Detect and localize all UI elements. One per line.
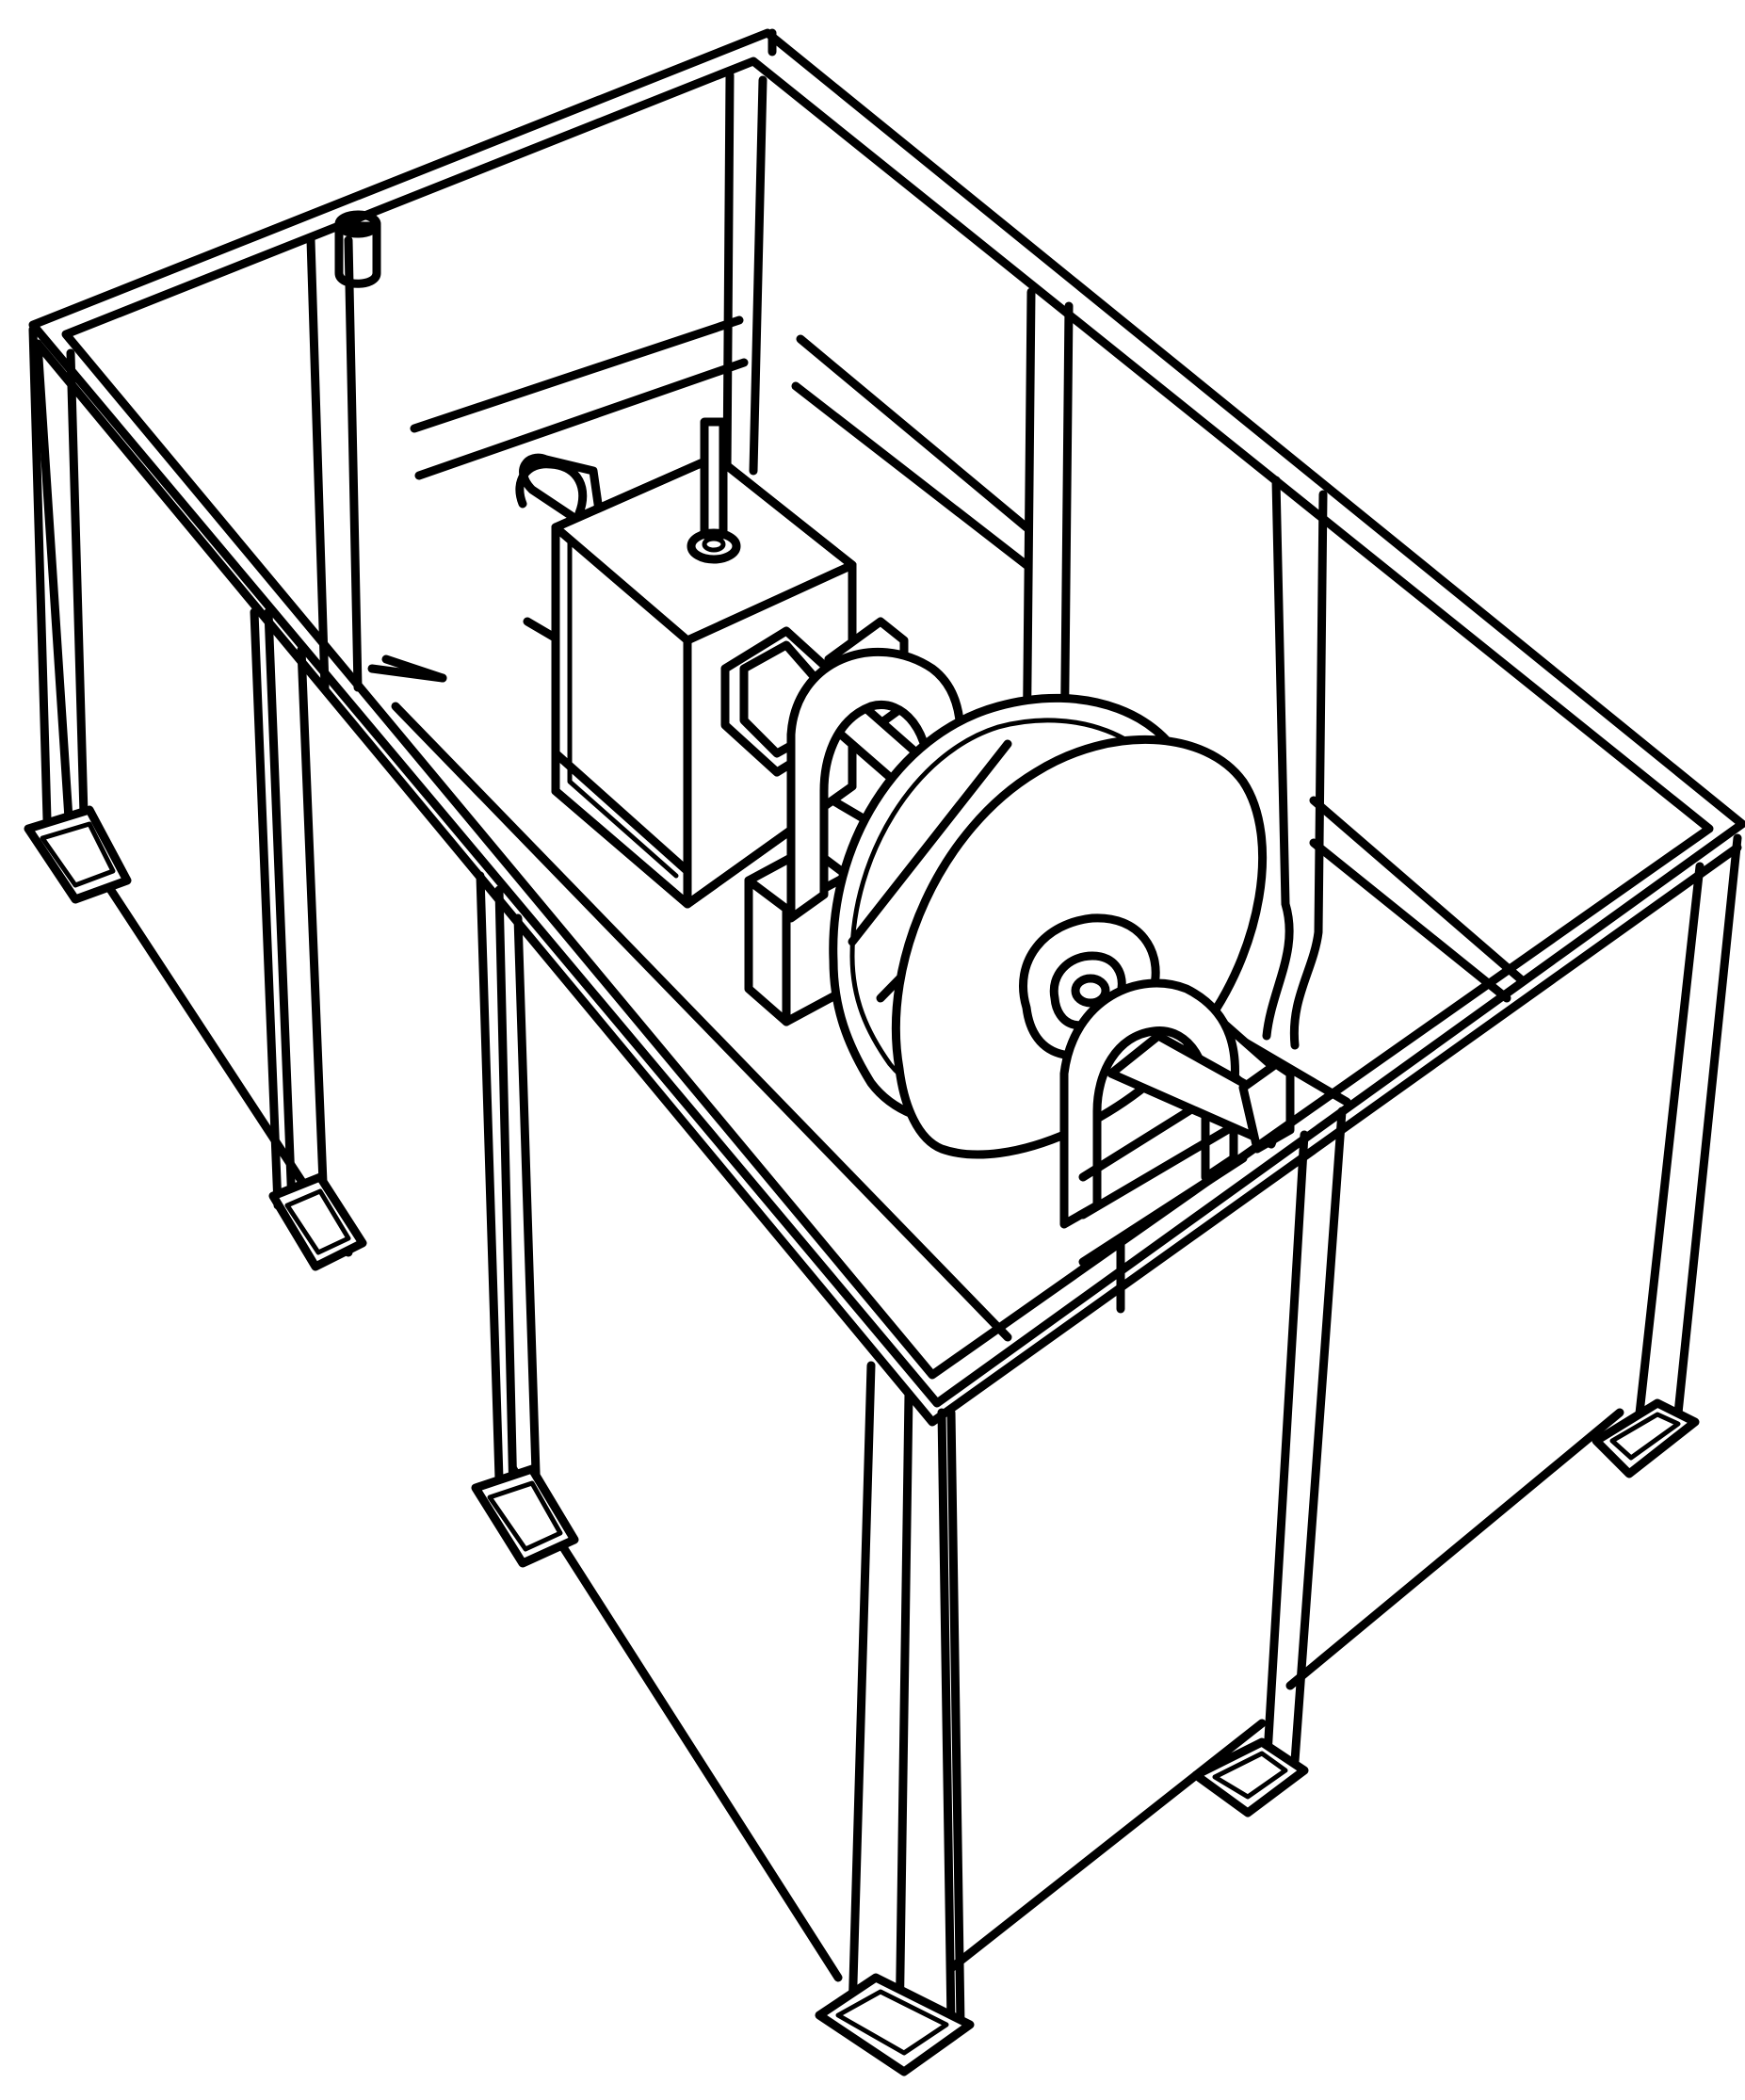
back-rail: [381, 315, 1526, 1003]
enclosure-frame: [28, 28, 1745, 1427]
antenna-rod: [687, 417, 741, 564]
corner-post: [28, 325, 1742, 2039]
mounting-foot: [24, 805, 1700, 2076]
corner-post-back: [306, 71, 1328, 1050]
control-box: [551, 452, 857, 909]
